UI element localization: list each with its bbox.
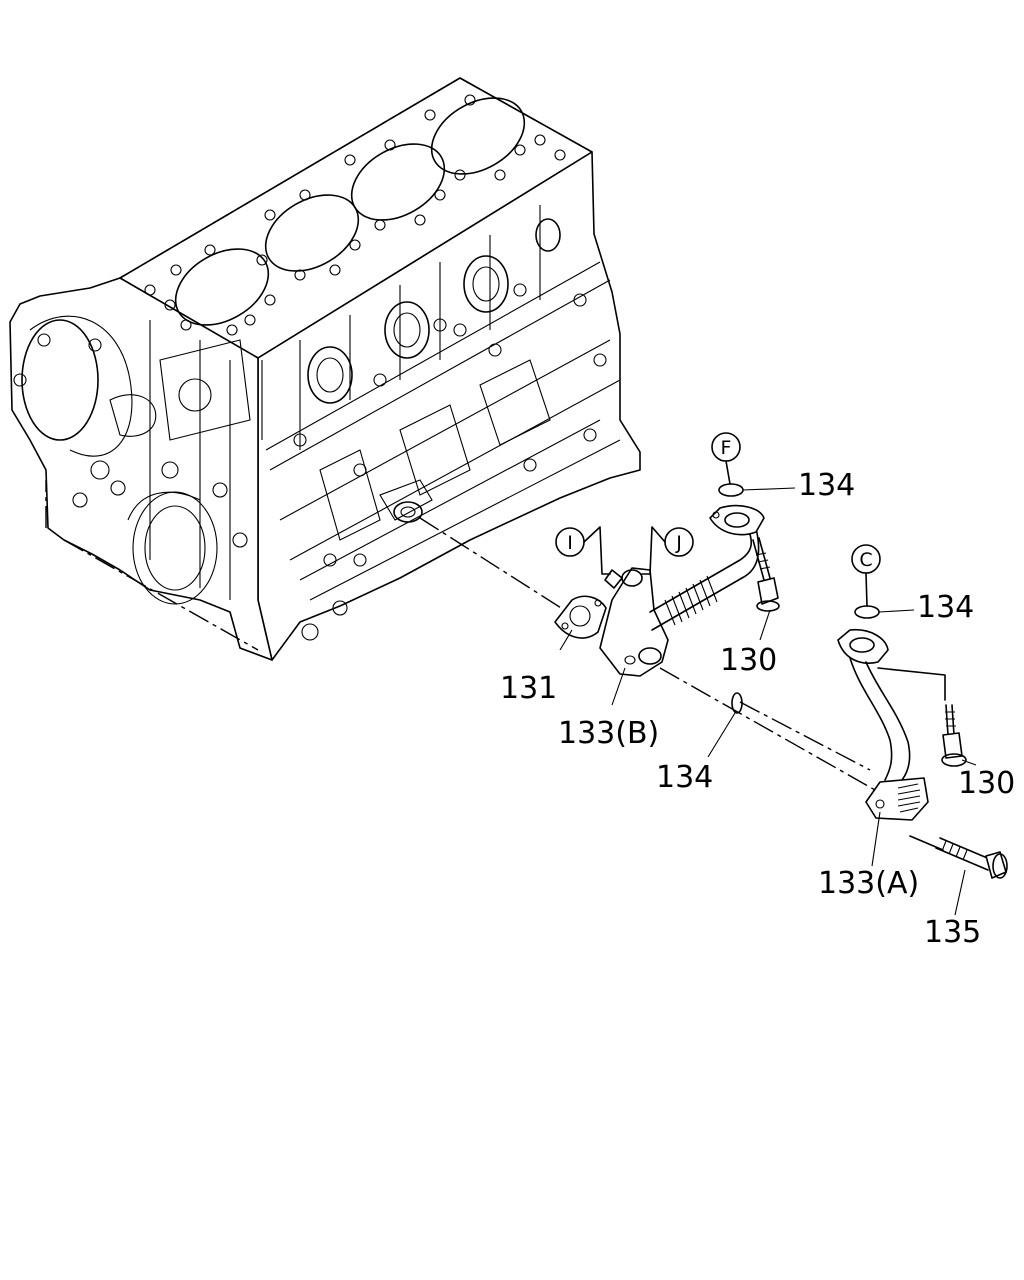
svg-text:C: C	[859, 549, 872, 571]
oil-pipe-133a	[837, 628, 946, 821]
callout-131: 131	[500, 671, 557, 706]
ref-circle-j: J	[641, 526, 694, 575]
callout-134-mid: 134	[656, 760, 713, 795]
callout-130-top: 130	[720, 643, 777, 678]
svg-text:I: I	[567, 532, 573, 554]
callout-130-right: 130	[958, 766, 1015, 801]
oil-pipe-133b	[599, 504, 765, 677]
callout-134-c: 134	[917, 590, 974, 625]
ref-circle-i: I	[555, 526, 611, 575]
o-ring-134-c	[854, 605, 880, 619]
o-ring-134-f	[718, 483, 744, 497]
bolt-130-right	[941, 704, 967, 767]
bolt-135	[935, 837, 1008, 879]
callout-135: 135	[924, 915, 981, 950]
engine-block	[9, 77, 641, 661]
ref-circle-c: C	[851, 544, 881, 607]
callout-133b: 133(B)	[558, 716, 659, 751]
callout-134-f: 134	[798, 468, 855, 503]
center-lines	[419, 517, 944, 851]
gasket-131	[554, 595, 607, 639]
o-ring-134-mid	[731, 692, 743, 714]
bolt-130-top	[752, 537, 780, 612]
ref-circle-f: F	[711, 432, 741, 485]
svg-text:F: F	[721, 437, 732, 459]
callout-133a: 133(A)	[818, 866, 919, 901]
svg-text:J: J	[675, 532, 682, 554]
callout-leaders	[559, 487, 977, 916]
